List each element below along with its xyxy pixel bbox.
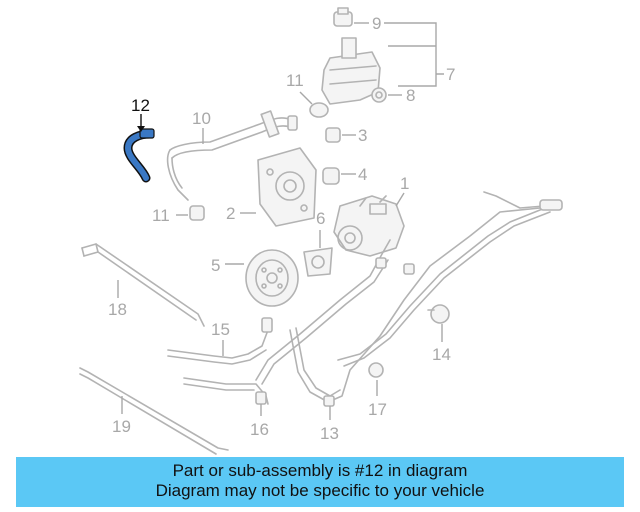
part-14-bracket bbox=[427, 304, 450, 324]
callout-13: 13 bbox=[320, 424, 339, 443]
part-19-cooler bbox=[79, 367, 229, 455]
callout-16: 16 bbox=[250, 420, 269, 439]
callout-11-top: 11 bbox=[286, 71, 304, 90]
part-3-bushing bbox=[325, 127, 341, 143]
leader-1 bbox=[395, 192, 405, 207]
callout-7: 7 bbox=[446, 65, 455, 84]
callout-1: 1 bbox=[400, 174, 409, 193]
part-4-bushing bbox=[322, 167, 340, 185]
part-5-pulley bbox=[245, 249, 299, 307]
info-banner: Part or sub-assembly is #12 in diagram D… bbox=[16, 457, 624, 507]
part-10-hose bbox=[166, 110, 298, 201]
callout-5: 5 bbox=[211, 256, 220, 275]
bracket-7 bbox=[384, 22, 444, 87]
callout-6: 6 bbox=[316, 209, 325, 228]
part-13-line bbox=[289, 207, 541, 407]
leader-arrow-12 bbox=[137, 126, 145, 132]
callout-4: 4 bbox=[358, 165, 367, 184]
part-9-cap bbox=[333, 7, 353, 27]
leader-11-top bbox=[299, 91, 313, 105]
callout-2: 2 bbox=[226, 204, 235, 223]
callout-3: 3 bbox=[358, 126, 367, 145]
part-11-clip-top bbox=[309, 102, 329, 118]
banner-line-1: Part or sub-assembly is #12 in diagram bbox=[172, 461, 468, 480]
part-2-bracket bbox=[257, 147, 317, 227]
part-7-reservoir bbox=[321, 37, 381, 105]
part-1-pump bbox=[333, 195, 405, 257]
banner-line-2: Diagram may not be specific to your vehi… bbox=[155, 481, 485, 500]
part-16-line bbox=[183, 377, 269, 405]
part-12-hose[interactable] bbox=[123, 128, 155, 183]
callout-11-lower: 11 bbox=[152, 206, 170, 225]
callout-17: 17 bbox=[368, 400, 387, 419]
callout-18: 18 bbox=[108, 300, 127, 319]
part-18-cooler bbox=[81, 243, 205, 327]
part-15-line bbox=[167, 317, 273, 365]
callout-12: 12 bbox=[131, 96, 150, 115]
callout-14: 14 bbox=[432, 345, 451, 364]
pressure-lines bbox=[255, 191, 563, 385]
callout-9: 9 bbox=[372, 14, 381, 33]
part-6-gasket bbox=[303, 247, 333, 277]
part-17-fitting bbox=[368, 362, 384, 378]
callout-10: 10 bbox=[192, 109, 211, 128]
part-11-clip-lower bbox=[189, 205, 205, 221]
callout-8: 8 bbox=[406, 86, 415, 105]
callout-19: 19 bbox=[112, 417, 131, 436]
part-8-grommet bbox=[371, 87, 387, 103]
callout-15: 15 bbox=[211, 320, 230, 339]
parts-diagram: 12 10 9 7 8 11 3 bbox=[79, 7, 563, 455]
